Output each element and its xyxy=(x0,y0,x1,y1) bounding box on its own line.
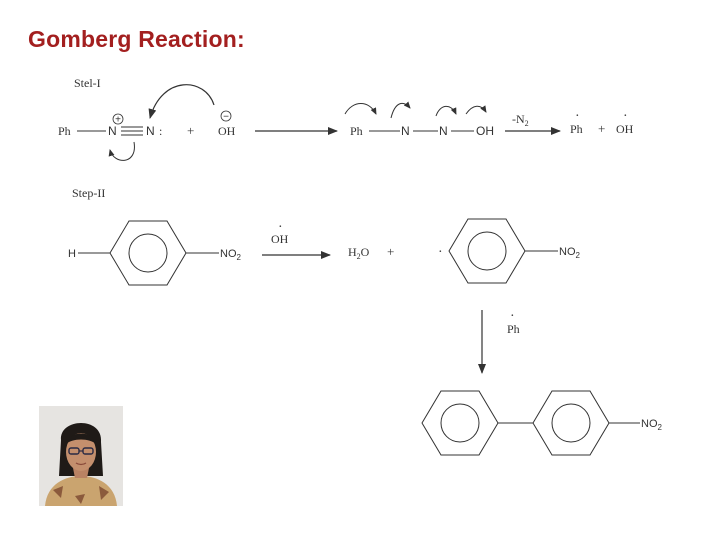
plus-sign-3: + xyxy=(387,244,394,259)
nitro-group-2: NO2 xyxy=(559,246,581,260)
nitro-group-1: NO2 xyxy=(220,248,242,262)
oh-radical-reagent: OH xyxy=(271,232,289,246)
intermediate-n2: N xyxy=(439,124,448,138)
phenyl-radical: Ph xyxy=(570,122,583,136)
biphenyl-ring-left xyxy=(421,390,499,456)
negative-charge: − xyxy=(223,112,229,123)
nitro-group-3: NO2 xyxy=(641,418,663,432)
positive-charge-circle xyxy=(112,113,124,125)
fishhook-arrow-4 xyxy=(465,105,487,115)
reactant-phenyl: Ph xyxy=(58,124,71,138)
presenter-avatar xyxy=(39,406,123,506)
hydroxyl-radical-dot: · xyxy=(623,109,628,124)
fishhook-arrow-1 xyxy=(344,103,377,115)
ph-radical-dot: · xyxy=(510,309,515,324)
oh-radical-dot: · xyxy=(278,220,283,235)
phenyl-radical-dot: · xyxy=(575,109,580,124)
nitrophenyl-radical-ring xyxy=(448,218,526,284)
plus-sign-2: + xyxy=(598,121,605,136)
positive-charge: + xyxy=(115,115,121,126)
attack-arrow-curve xyxy=(148,84,215,119)
hydroxyl-radical: OH xyxy=(616,122,634,136)
water-product: H2O xyxy=(348,245,370,261)
step1-label: Stel-I xyxy=(74,76,101,90)
triple-bond xyxy=(121,126,143,136)
n2-lone-pair: : xyxy=(159,124,162,138)
presenter-photo xyxy=(39,406,123,506)
intermediate-n1: N xyxy=(401,124,410,138)
electron-shift-curve xyxy=(108,141,135,161)
fishhook-arrow-3 xyxy=(435,105,457,117)
plus-sign-1: + xyxy=(187,123,194,138)
aryl-radical-dot: · xyxy=(438,245,443,260)
negative-charge-circle xyxy=(220,110,232,122)
nitrobenzene-ring xyxy=(109,220,187,286)
biphenyl-ring-right xyxy=(532,390,610,456)
diazo-n2: N xyxy=(146,124,155,138)
diazo-n1: N xyxy=(108,124,117,138)
slide-title: Gomberg Reaction: xyxy=(28,26,245,52)
intermediate-phenyl: Ph xyxy=(350,124,363,138)
nitrobenzene-h: H xyxy=(68,248,76,260)
ph-radical-reagent: Ph xyxy=(507,322,520,336)
hydroxide-ion: OH xyxy=(218,124,236,138)
intermediate-oh: OH xyxy=(476,124,494,138)
fishhook-arrow-2 xyxy=(390,101,411,119)
loss-of-nitrogen-label: -N2 xyxy=(512,112,529,128)
step2-label: Step-II xyxy=(72,186,105,200)
